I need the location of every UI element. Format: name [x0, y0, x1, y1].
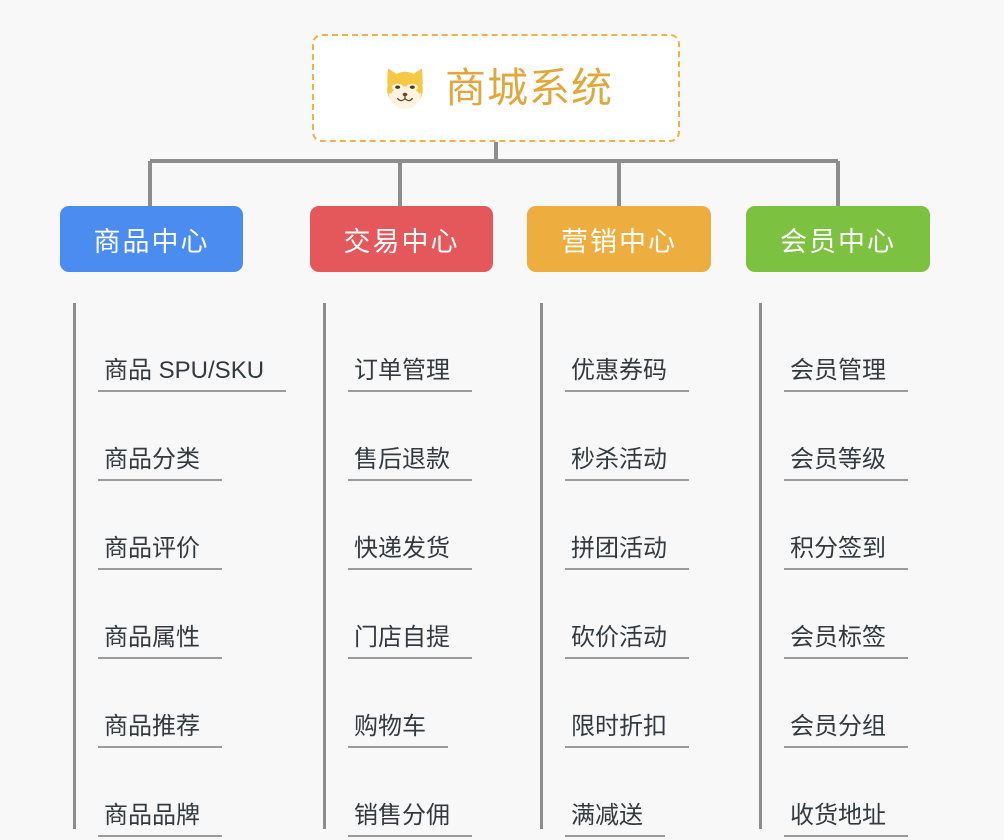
leaf-label: 会员等级: [784, 447, 908, 481]
leaf-label: 限时折扣: [565, 714, 689, 748]
leaf-item[interactable]: 门店自提: [324, 570, 493, 659]
branch-member-center: 会员中心会员管理会员等级积分签到会员标签会员分组收货地址: [746, 206, 930, 837]
leaf-item[interactable]: 秒杀活动: [541, 392, 711, 481]
branch-trade-center: 交易中心订单管理售后退款快递发货门店自提购物车销售分佣: [310, 206, 493, 837]
leaf-item[interactable]: 砍价活动: [541, 570, 711, 659]
leaf-item[interactable]: 订单管理: [324, 303, 493, 392]
leaf-label: 会员分组: [784, 714, 908, 748]
leaf-item[interactable]: 拼团活动: [541, 481, 711, 570]
root-node[interactable]: 商城系统: [312, 34, 680, 142]
leaf-item[interactable]: 会员等级: [760, 392, 930, 481]
leaf-label: 门店自提: [348, 625, 472, 659]
leaf-item[interactable]: 售后退款: [324, 392, 493, 481]
leaf-item[interactable]: 购物车: [324, 659, 493, 748]
leaf-label: 商品品牌: [98, 803, 222, 837]
root-title: 商城系统: [445, 64, 613, 111]
leaf-item[interactable]: 收货地址: [760, 748, 930, 837]
leaf-item[interactable]: 满减送: [541, 748, 711, 837]
leaf-item[interactable]: 商品 SPU/SKU: [74, 303, 287, 392]
leaf-item[interactable]: 商品推荐: [74, 659, 286, 748]
branch-marketing-center: 营销中心优惠券码秒杀活动拼团活动砍价活动限时折扣满减送: [527, 206, 711, 837]
leaf-item[interactable]: 限时折扣: [541, 659, 711, 748]
leaf-item[interactable]: 销售分佣: [324, 748, 493, 837]
leaf-label: 商品 SPU/SKU: [98, 358, 287, 392]
leaf-label: 商品属性: [98, 625, 222, 659]
leaf-label: 会员标签: [784, 625, 908, 659]
leaf-label: 积分签到: [784, 536, 908, 570]
leaf-item[interactable]: 快递发货: [324, 481, 493, 570]
leaf-label: 购物车: [348, 714, 448, 748]
shiba-inu-icon: [387, 68, 423, 110]
leaf-label: 拼团活动: [565, 536, 689, 570]
branch-header-member-center[interactable]: 会员中心: [746, 206, 930, 272]
leaf-list-trade-center: 订单管理售后退款快递发货门店自提购物车销售分佣: [310, 303, 493, 837]
leaf-item[interactable]: 会员分组: [760, 659, 930, 748]
leaf-list-member-center: 会员管理会员等级积分签到会员标签会员分组收货地址: [746, 303, 930, 837]
leaf-item[interactable]: 商品分类: [74, 392, 286, 481]
leaf-item[interactable]: 积分签到: [760, 481, 930, 570]
leaf-item[interactable]: 会员管理: [760, 303, 930, 392]
leaf-label: 砍价活动: [565, 625, 689, 659]
leaf-list-product-center: 商品 SPU/SKU 商品分类商品评价商品属性商品推荐商品品牌: [60, 303, 287, 837]
leaf-item[interactable]: 商品品牌: [74, 748, 286, 837]
branch-header-trade-center[interactable]: 交易中心: [310, 206, 493, 272]
leaf-label: 会员管理: [784, 358, 908, 392]
leaf-label: 秒杀活动: [565, 447, 689, 481]
leaf-label: 收货地址: [784, 803, 908, 837]
leaf-label: 满减送: [565, 803, 665, 837]
leaf-label: 商品评价: [98, 536, 222, 570]
branch-header-product-center[interactable]: 商品中心: [60, 206, 243, 272]
leaf-label: 商品分类: [98, 447, 222, 481]
leaf-item[interactable]: 商品属性: [74, 570, 286, 659]
leaf-item[interactable]: 商品评价: [74, 481, 286, 570]
leaf-label: 快递发货: [348, 536, 472, 570]
leaf-list-marketing-center: 优惠券码秒杀活动拼团活动砍价活动限时折扣满减送: [527, 303, 711, 837]
leaf-label: 订单管理: [348, 358, 472, 392]
leaf-label: 商品推荐: [98, 714, 222, 748]
leaf-item[interactable]: 优惠券码: [541, 303, 711, 392]
leaf-label: 销售分佣: [348, 803, 472, 837]
leaf-label: 售后退款: [348, 447, 472, 481]
branch-header-marketing-center[interactable]: 营销中心: [527, 206, 711, 272]
branch-product-center: 商品中心商品 SPU/SKU 商品分类商品评价商品属性商品推荐商品品牌: [60, 206, 287, 837]
leaf-item[interactable]: 会员标签: [760, 570, 930, 659]
leaf-label: 优惠券码: [565, 358, 689, 392]
